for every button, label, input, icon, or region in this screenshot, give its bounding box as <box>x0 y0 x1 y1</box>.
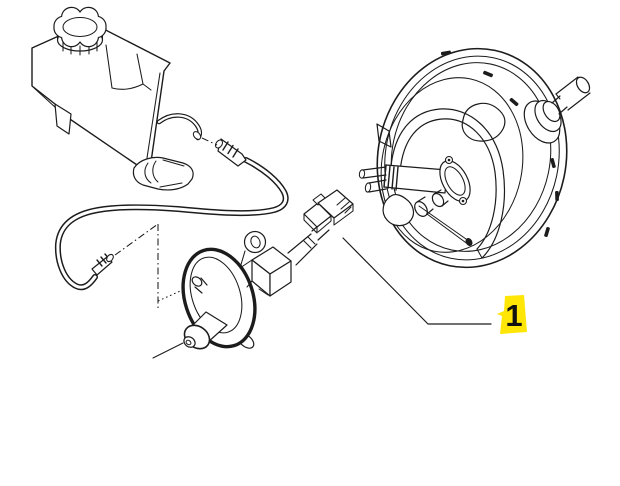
pipe-rod <box>287 220 330 266</box>
brake-booster-illustration <box>358 47 591 269</box>
callout-1[interactable]: 1 <box>342 237 527 334</box>
quick-connect-fitting <box>303 189 354 234</box>
booster-front-band <box>390 108 506 259</box>
mc-flange-bolts <box>444 155 468 206</box>
pushrod-line <box>152 342 184 359</box>
booster-pushrod <box>551 76 591 115</box>
booster-access-hole <box>461 102 506 142</box>
mc-ports <box>414 189 449 217</box>
connector-block <box>239 246 292 297</box>
callout-number: 1 <box>505 298 522 333</box>
mounting-ear <box>243 230 267 254</box>
booster-bracket-tab <box>376 123 392 148</box>
guide-fitting-diagonal <box>114 223 159 256</box>
cylinder-barrel <box>152 311 228 359</box>
mc-lobe <box>382 193 415 227</box>
booster-shell <box>376 47 568 269</box>
assembly-guide-lines <box>114 137 218 309</box>
flange-port <box>191 276 208 294</box>
booster-hub <box>523 99 562 144</box>
callout-badge[interactable] <box>497 295 527 334</box>
mc-bracket-lines <box>418 205 473 246</box>
reservoir-body-details <box>32 44 161 159</box>
reservoir-outlet-stub <box>156 113 203 141</box>
booster-master-cylinder <box>358 155 473 246</box>
hose-fitting-upper <box>214 138 247 167</box>
reservoir-cap <box>53 6 107 56</box>
fluid-reservoir-illustration <box>31 6 203 191</box>
callout-leader-line <box>342 237 492 325</box>
mc-inlet-prongs <box>358 166 387 193</box>
hose-fitting-lower <box>91 253 114 276</box>
reservoir-foot-bracket <box>132 156 194 191</box>
clutch-master-cylinder-illustration <box>152 189 354 359</box>
guide-stub-to-fitting <box>201 137 218 146</box>
reservoir-side-flap <box>54 103 72 135</box>
supply-hose-illustration <box>54 138 289 291</box>
